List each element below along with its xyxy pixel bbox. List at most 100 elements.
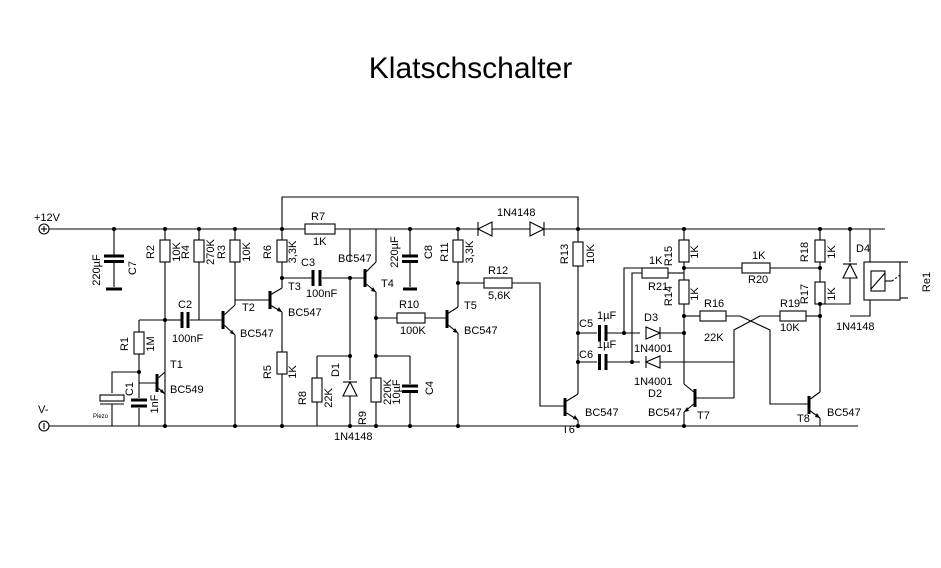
- resistor-r21: 1K R21: [623, 255, 684, 362]
- plus-rail-label: +12V: [34, 212, 61, 224]
- t2-value: BC547: [240, 328, 274, 340]
- r20-value: 1K: [752, 250, 766, 262]
- r14-label: R14: [663, 286, 675, 306]
- r5-label: R5: [262, 365, 274, 379]
- r1-value: 1M: [145, 336, 157, 351]
- c5-label: C5: [579, 318, 593, 330]
- r16-value: 22K: [704, 332, 724, 344]
- r9-label: R9: [357, 411, 369, 425]
- r1-label: R1: [119, 337, 131, 351]
- r6-label: R6: [262, 245, 274, 259]
- r11-label: R11: [439, 242, 451, 261]
- r13-value: 10K: [585, 244, 597, 264]
- t6-label: T6: [562, 424, 575, 436]
- resistor-r10: R10 100K: [376, 299, 446, 337]
- dtop-value: 1N4148: [497, 207, 536, 219]
- re1-label: Re1: [921, 272, 933, 292]
- r21-label: R21: [648, 281, 668, 293]
- t1-value: BC549: [170, 384, 204, 396]
- d1-label: D1: [330, 363, 342, 377]
- resistor-r6: R6 3,3K: [262, 229, 299, 288]
- resistor-r15: R15 1K: [663, 229, 701, 280]
- r18-label: R18: [799, 242, 811, 262]
- t7-value: BC547: [648, 407, 682, 419]
- c3-label: C3: [301, 257, 315, 269]
- c2-value: 100nF: [172, 333, 203, 345]
- r4-value: 270K: [205, 238, 217, 264]
- resistor-r18: R18 1K: [799, 229, 838, 282]
- c1-label: C1: [124, 382, 136, 396]
- c1-value: Piezo: [93, 414, 109, 420]
- r7-value: 1K: [313, 236, 327, 248]
- resistor-r1: R1 1M: [119, 319, 165, 372]
- capacitor-1nf: 1nF: [131, 372, 161, 426]
- r14-value: 1K: [689, 287, 701, 301]
- resistor-r8: R8 22K: [297, 356, 335, 426]
- d2-label: D2: [648, 388, 662, 400]
- t1-label: T1: [170, 359, 183, 371]
- t4-value: BC547: [338, 253, 372, 265]
- piezo-c1: C1 Piezo: [93, 371, 139, 426]
- transistor-t8: BC547 T8: [797, 391, 861, 426]
- capacitor-c8: 220µF C8: [389, 229, 435, 291]
- d4-value: 1N4148: [836, 321, 875, 333]
- c6-value: 1µF: [597, 339, 616, 351]
- capacitor-c5: C5 1µF: [578, 310, 640, 341]
- r11-value: 3,3K: [464, 240, 476, 263]
- diode-d3: D3 1N4001: [634, 312, 684, 355]
- r10-value: 100K: [400, 325, 426, 337]
- resistor-r14: R14 1K: [663, 279, 701, 384]
- r6-value: 3,3K: [287, 240, 299, 263]
- d3-value: 1N4001: [634, 343, 673, 355]
- r8-label: R8: [297, 391, 309, 405]
- capacitor-c7: 220µF C7: [91, 229, 139, 291]
- t8-label: T8: [797, 413, 810, 425]
- transistor-t5: T5 BC547: [445, 300, 498, 426]
- d4-label: D4: [856, 243, 870, 255]
- junction-dots: [112, 227, 852, 428]
- r2-label: R2: [145, 245, 157, 259]
- t4-label: T4: [381, 278, 394, 290]
- c4-value: 10µF: [391, 379, 403, 405]
- c5-value: 1µF: [597, 310, 616, 322]
- r20-label: R20: [748, 274, 768, 286]
- resistor-r13: R13 10K: [559, 229, 597, 394]
- schematic-title: Klatschschalter: [368, 52, 573, 85]
- c8-value: 220µF: [389, 236, 401, 268]
- capacitor-c2: C2 100nF: [165, 299, 222, 345]
- resistor-r11: R11 3,3K: [439, 229, 476, 307]
- resistor-r16: R16 22K: [684, 298, 808, 405]
- transistor-t1: T1 BC549: [139, 359, 204, 426]
- r15-value: 1K: [689, 245, 701, 259]
- resistor-r3: R3 10K: [216, 229, 253, 300]
- r19-value: 10K: [780, 322, 800, 334]
- r12-value: 5,6K: [488, 290, 511, 302]
- c4-label: C4: [424, 381, 436, 395]
- resistor-r5: R5 1K: [262, 351, 299, 426]
- t2-label: T2: [242, 302, 255, 314]
- minus-rail-label: V-: [38, 404, 49, 416]
- diode-d4: D4 1N4148: [820, 229, 875, 333]
- resistor-r19: R19 10K: [733, 298, 820, 398]
- resistor-r4: R4 270K: [180, 229, 217, 320]
- t7-label: T7: [697, 410, 710, 422]
- t6-value: BC547: [585, 407, 619, 419]
- r17-value: 1K: [826, 287, 838, 301]
- r10-label: R10: [399, 299, 419, 311]
- resistor-r17: R17 1K: [799, 281, 838, 392]
- r12-label: R12: [488, 265, 508, 277]
- diode-d1: D1 1N4148: [317, 278, 373, 443]
- resistor-r9: R9 220K: [357, 355, 410, 425]
- r17-label: R17: [799, 284, 811, 304]
- r4-label: R4: [180, 245, 192, 259]
- transistor-t7: BC547 T7: [648, 383, 734, 426]
- r5-value: 1K: [287, 365, 299, 379]
- transistor-t3: T3 BC547: [268, 281, 322, 352]
- r8-value: 22K: [323, 388, 335, 408]
- r21-value: 1K: [649, 255, 663, 267]
- c2-label: C2: [178, 299, 192, 311]
- c8-label: C8: [423, 245, 435, 259]
- r2-value: 10K: [171, 242, 183, 262]
- t3-value: BC547: [288, 307, 322, 319]
